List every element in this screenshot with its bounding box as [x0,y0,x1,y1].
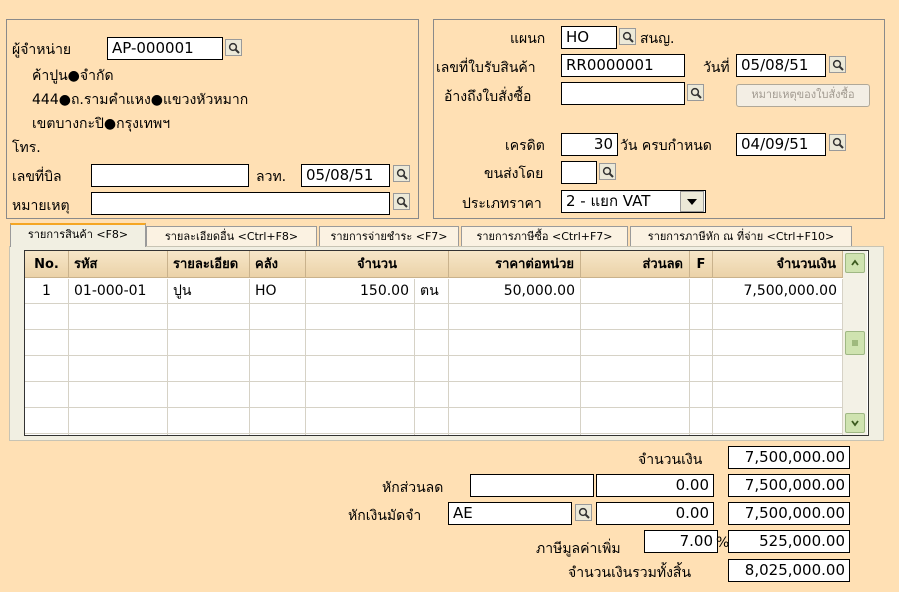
row-1-desc[interactable]: ปูน [168,279,250,304]
ship-by-field[interactable] [561,161,597,184]
ship-by-label: ขนส่งโดย [484,166,544,182]
tax-date-field[interactable]: 05/08/51 [301,164,390,187]
discount-value-field[interactable]: 0.00 [596,474,714,497]
due-date-search-icon[interactable] [829,134,846,151]
supplier-search-icon[interactable] [225,39,242,56]
column-header-code[interactable]: รหัส [69,251,168,278]
po-note-button[interactable]: หมายเหตุของใบสั่งซื้อ [736,84,870,107]
vat-percent-sign: % [716,535,730,551]
supplier-group [6,19,419,219]
deposit-code-field[interactable]: AE [448,502,572,525]
column-header-no[interactable]: No. [25,251,69,278]
discount-text-field[interactable] [470,474,594,497]
receipt-no-field[interactable]: RR0000001 [561,54,685,77]
po-ref-search-icon[interactable] [687,84,704,101]
supplier-code-field[interactable]: AP-000001 [107,37,223,60]
tax-date-search-icon[interactable] [393,165,410,182]
discount-label: หักส่วนลด [382,480,444,496]
grand-total-field: 8,025,000.00 [728,559,850,582]
vat-amount-field: 525,000.00 [728,530,850,553]
grand-total-label: จำนวนเงินรวมทั้งสิ้น [568,565,692,581]
after-deposit-field: 7,500,000.00 [728,502,850,525]
price-type-select[interactable]: 2 - แยก VAT [561,190,706,213]
date-search-icon[interactable] [829,56,846,73]
bill-no-field[interactable] [91,164,249,187]
column-header-amount[interactable]: จำนวนเงิน [713,251,843,278]
scroll-thumb[interactable] [845,331,865,355]
tax-date-label: ลวท. [256,169,287,185]
supplier-name: ค้าปูน●จำกัด [32,68,114,84]
due-label: วัน ครบกำหนด [620,138,712,154]
supplier-label: ผู้จำหน่าย [12,42,72,58]
row-1-code[interactable]: 01-000-01 [69,279,168,304]
date-label: วันที่ [703,60,730,76]
supplier-address-1: 444●ถ.รามคำแหง●แขวงหัวหมาก [32,92,249,108]
supplier-address-2: เขตบางกะปิ●กรุงเทพฯ [32,116,171,132]
note-field[interactable] [91,192,390,215]
row-1-warehouse[interactable]: HO [250,279,306,304]
column-header-unit-price[interactable]: ราคาต่อหน่วย [449,251,581,278]
tab-items[interactable]: รายการสินค้า <F8> [10,223,146,247]
tab-other-details[interactable]: รายละเอียดอื่น <Ctrl+F8> [146,226,317,246]
scroll-up-button[interactable] [845,253,865,273]
after-discount-field: 7,500,000.00 [728,474,850,497]
row-1-discount[interactable] [581,279,690,304]
price-type-dropdown-icon[interactable] [680,191,704,212]
deposit-search-icon[interactable] [575,504,592,521]
ship-by-search-icon[interactable] [599,163,616,180]
credit-days-field[interactable]: 30 [561,133,618,156]
po-ref-label: อ้างถึงใบสั่งซื้อ [444,89,532,105]
row-1-no[interactable]: 1 [25,279,69,304]
scroll-down-button[interactable] [845,413,865,433]
department-name: สนญ. [640,31,675,47]
bill-no-label: เลขที่บิล [12,169,62,185]
deposit-value-field[interactable]: 0.00 [596,502,714,525]
department-label: แผนก [510,31,546,47]
document-group [433,19,885,219]
amount-field: 7,500,000.00 [728,446,850,469]
due-date-field[interactable]: 04/09/51 [736,133,826,156]
receipt-no-label: เลขที่ใบรับสินค้า [436,60,536,76]
department-field[interactable]: HO [561,26,617,49]
empty-rows [25,304,843,435]
row-1-amount[interactable]: 7,500,000.00 [713,279,843,304]
tab-withholding-tax[interactable]: รายการภาษีหัก ณ ที่จ่าย <Ctrl+F10> [630,226,852,246]
amount-label: จำนวนเงิน [638,452,703,468]
column-header-discount[interactable]: ส่วนลด [581,251,690,278]
column-header-desc[interactable]: รายละเอียด [168,251,250,278]
po-ref-field[interactable] [561,82,685,105]
note-label: หมายเหตุ [12,198,70,214]
column-header-warehouse[interactable]: คลัง [250,251,306,278]
vat-label: ภาษีมูลค่าเพิ่ม [536,541,621,557]
column-header-f[interactable]: F [690,251,713,278]
date-field[interactable]: 05/08/51 [736,54,826,77]
phone-label: โทร. [12,140,41,156]
tab-purchase-tax[interactable]: รายการภาษีซื้อ <Ctrl+F7> [461,226,628,246]
row-1-qty[interactable]: 150.00 [306,279,415,304]
note-search-icon[interactable] [393,193,410,210]
department-search-icon[interactable] [619,28,636,45]
row-1-f[interactable] [690,279,713,304]
price-type-label: ประเภทราคา [462,196,542,212]
row-1-unit[interactable]: ตน [415,279,449,304]
credit-label: เครดิต [505,138,545,154]
vat-rate-field[interactable]: 7.00 [644,530,718,553]
grid-scrollbar[interactable] [843,251,867,435]
column-header-qty[interactable]: จำนวน [306,251,449,278]
deposit-label: หักเงินมัดจำ [348,508,422,524]
tab-payments[interactable]: รายการจ่ายชำระ <F7> [319,226,459,246]
items-table[interactable]: No. รหัส รายละเอียด คลัง จำนวน ราคาต่อหน… [24,250,869,436]
row-1-unit-price[interactable]: 50,000.00 [449,279,581,304]
